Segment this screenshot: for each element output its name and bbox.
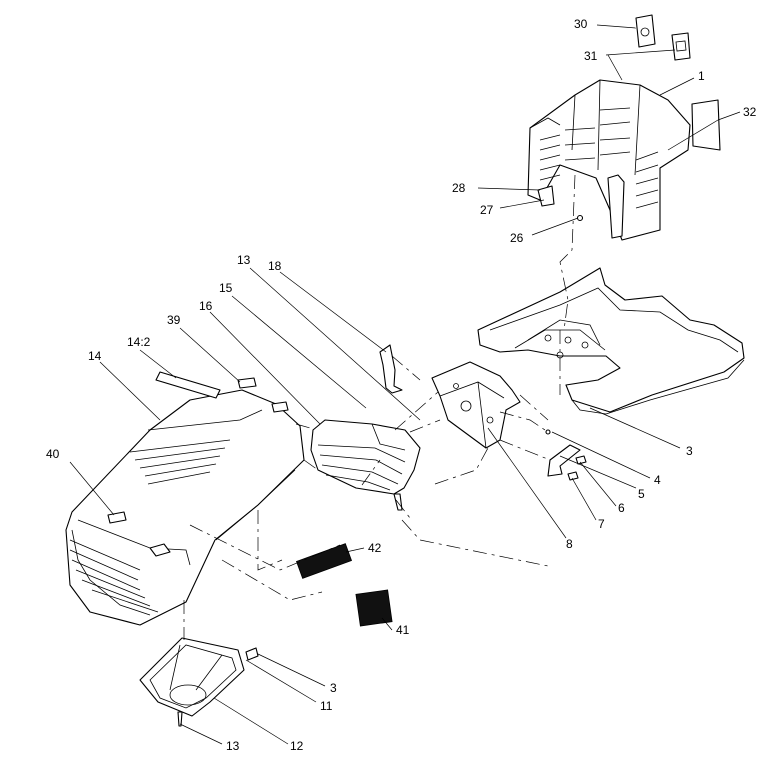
decal-30 — [635, 14, 656, 48]
assembly-lines — [183, 174, 576, 640]
callout-32: 32 — [743, 105, 757, 119]
callout-14: 14 — [88, 349, 102, 363]
callout-30: 30 — [574, 17, 588, 31]
footrest-pan — [477, 267, 745, 415]
callout-16: 16 — [199, 299, 213, 313]
callout-3-right: 3 — [686, 444, 693, 458]
decal-31 — [671, 32, 691, 61]
callout-6: 6 — [618, 501, 625, 515]
callout-12: 12 — [290, 739, 304, 753]
bracket-18 — [379, 344, 403, 394]
decal-42 — [295, 543, 353, 579]
hood-pan — [139, 637, 259, 727]
callout-5: 5 — [638, 487, 645, 501]
decal-14-2 — [155, 371, 221, 399]
callout-18: 18 — [268, 259, 282, 273]
callout-7: 7 — [598, 517, 605, 531]
callout-11: 11 — [320, 699, 333, 713]
callout-14-2: 14:2 — [127, 335, 151, 349]
callout-13-bottom: 13 — [226, 739, 240, 753]
callout-42: 42 — [368, 541, 382, 555]
leader-lines — [69, 24, 741, 745]
callout-labels: 30 31 1 32 28 27 26 13 18 15 16 39 14:2 … — [46, 17, 757, 753]
decal-39 — [237, 377, 289, 413]
callout-4: 4 — [654, 473, 661, 487]
callout-31: 31 — [584, 49, 598, 63]
callout-40: 40 — [46, 447, 60, 461]
callout-28: 28 — [452, 181, 466, 195]
callout-8: 8 — [566, 537, 573, 551]
hood — [65, 389, 305, 626]
seat-pan — [527, 79, 691, 241]
callout-41: 41 — [396, 623, 410, 637]
grille-insert — [310, 419, 421, 511]
callout-1: 1 — [698, 69, 705, 83]
decal-32 — [691, 99, 721, 151]
callout-13-top: 13 — [237, 253, 251, 267]
callout-15: 15 — [219, 281, 233, 295]
callout-39: 39 — [167, 313, 181, 327]
dash-panel — [431, 361, 521, 449]
hardware-4-7 — [545, 429, 587, 481]
callout-27: 27 — [480, 203, 494, 217]
callout-3-bottom: 3 — [330, 681, 337, 695]
callout-26: 26 — [510, 231, 524, 245]
decal-41 — [355, 589, 393, 627]
